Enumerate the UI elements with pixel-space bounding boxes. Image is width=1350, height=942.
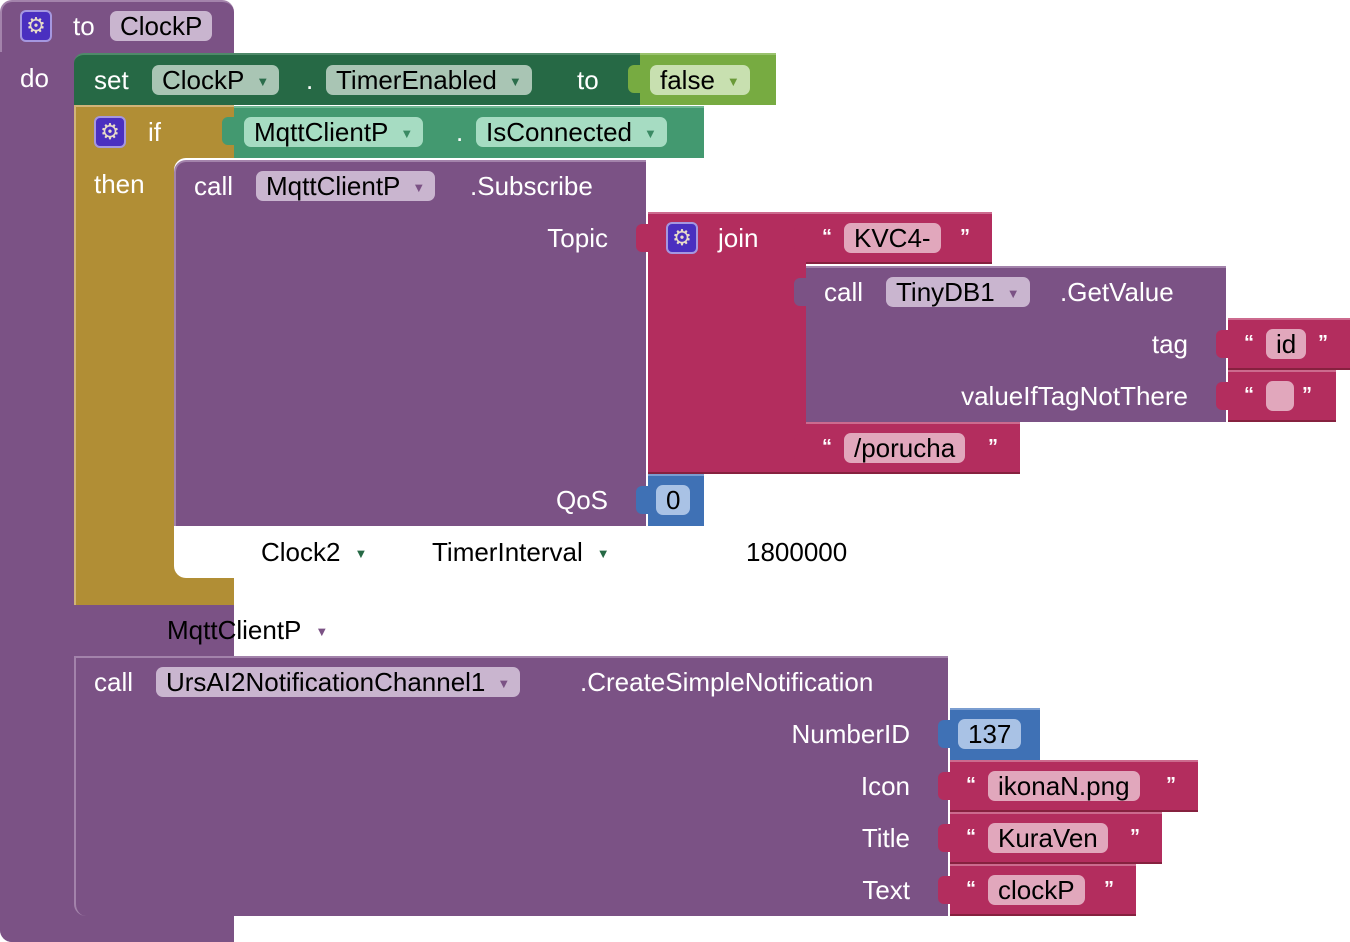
- notification-method-label: .CreateSimpleNotification: [580, 667, 874, 697]
- subscribe-call-label: call: [194, 171, 234, 201]
- join-connector: [636, 224, 648, 252]
- text-connector: [938, 824, 950, 852]
- default-param-label: valueIfTagNotThere: [961, 381, 1188, 411]
- text-connector: [1216, 330, 1228, 358]
- topic-param-label: Topic: [547, 223, 608, 253]
- logic-value-dropdown[interactable]: false▼: [650, 65, 750, 95]
- close-quote-icon: ”: [1318, 332, 1328, 354]
- getvalue-method-label: .GetValue: [1060, 277, 1174, 307]
- dropdown-arrow-icon: ▼: [400, 126, 414, 141]
- text-value-field[interactable]: id: [1266, 329, 1307, 359]
- set-to-label: to: [577, 65, 599, 95]
- notification-call-block[interactable]: [74, 656, 948, 916]
- number-connector: [636, 486, 648, 514]
- logic-connector: [628, 65, 640, 93]
- text-connector: [938, 876, 950, 904]
- open-quote-icon: “: [966, 826, 976, 848]
- close-quote-icon: ”: [960, 226, 970, 248]
- procedure-spine: [0, 52, 74, 916]
- set-dot-label: .: [306, 65, 314, 95]
- if-label: if: [148, 117, 161, 147]
- open-quote-icon: “: [966, 878, 976, 900]
- open-quote-icon: “: [966, 774, 976, 796]
- ghost-set-block[interactable]: Clock2 ▼: [261, 537, 367, 569]
- text-param-label: Text: [862, 875, 910, 905]
- open-quote-icon: “: [822, 226, 832, 248]
- open-quote-icon: “: [1244, 332, 1254, 354]
- notification-component-dropdown[interactable]: UrsAI2NotificationChannel1▼: [156, 667, 521, 697]
- set-label: set: [94, 65, 129, 95]
- getter-dot-label: .: [456, 117, 464, 147]
- getter-connector: [222, 117, 234, 145]
- ghost-component-label: MqttClientP: [167, 615, 302, 645]
- dropdown-arrow-icon: ▼: [508, 74, 522, 89]
- close-quote-icon: ”: [988, 436, 998, 458]
- text-connector: [794, 434, 806, 462]
- close-quote-icon: ”: [1166, 774, 1176, 796]
- dropdown-arrow-icon: ▼: [354, 546, 368, 561]
- icon-param-label: Icon: [860, 771, 910, 801]
- close-quote-icon: ”: [1302, 384, 1312, 406]
- procedure-name-field[interactable]: ClockP: [110, 11, 213, 41]
- getvalue-call-label: call: [824, 277, 864, 307]
- procedure-bottom-cap: [0, 916, 234, 942]
- dropdown-arrow-icon: ▼: [315, 624, 329, 639]
- subscribe-method-label: .Subscribe: [470, 171, 593, 201]
- procedure-to-label: to: [73, 11, 95, 41]
- open-quote-icon: “: [822, 436, 832, 458]
- dropdown-arrow-icon: ▼: [497, 676, 511, 691]
- getter-component-dropdown[interactable]: MqttClientP▼: [244, 117, 424, 147]
- notification-call-label: call: [94, 667, 134, 697]
- close-quote-icon: ”: [1130, 826, 1140, 848]
- dropdown-arrow-icon: ▼: [596, 546, 610, 561]
- ghost-component-label: Clock2: [261, 537, 341, 567]
- number-value-field[interactable]: 137: [958, 719, 1022, 749]
- join-block[interactable]: [648, 212, 806, 474]
- qos-param-label: QoS: [555, 485, 608, 515]
- ghost-property-block[interactable]: TimerInterval ▼: [432, 537, 610, 569]
- numberid-param-label: NumberID: [791, 719, 910, 749]
- text-connector: [794, 224, 806, 252]
- number-value-field[interactable]: 0: [656, 485, 691, 515]
- subscribe-component-dropdown[interactable]: MqttClientP▼: [256, 171, 436, 201]
- dropdown-arrow-icon: ▼: [412, 180, 426, 195]
- ghost-component-block[interactable]: MqttClientP ▼: [167, 615, 328, 647]
- text-value-field[interactable]: KuraVen: [988, 823, 1108, 853]
- text-value-field[interactable]: ikonaN.png: [988, 771, 1140, 801]
- text-connector: [938, 772, 950, 800]
- join-mutator-gear-icon[interactable]: ⚙: [666, 222, 698, 254]
- if-mutator-gear-icon[interactable]: ⚙: [94, 116, 126, 148]
- dropdown-arrow-icon: ▼: [643, 126, 657, 141]
- then-label: then: [94, 169, 145, 199]
- text-value-field[interactable]: [1266, 381, 1294, 411]
- open-quote-icon: “: [1244, 384, 1254, 406]
- dropdown-arrow-icon: ▼: [1006, 286, 1020, 301]
- set-component-dropdown[interactable]: ClockP▼: [152, 65, 280, 95]
- getter-property-dropdown[interactable]: IsConnected▼: [476, 117, 667, 147]
- dropdown-arrow-icon: ▼: [256, 74, 270, 89]
- text-value-field[interactable]: /porucha: [844, 433, 966, 463]
- join-label: join: [718, 223, 759, 253]
- getvalue-connector: [794, 278, 806, 306]
- title-param-label: Title: [861, 823, 910, 853]
- ghost-property-label: TimerInterval: [432, 537, 583, 567]
- subscribe-call-block[interactable]: [174, 160, 646, 526]
- text-value-field[interactable]: clockP: [988, 875, 1085, 905]
- mutator-gear-icon[interactable]: ⚙: [20, 10, 52, 42]
- getvalue-component-dropdown[interactable]: TinyDB1▼: [886, 277, 1030, 307]
- set-property-dropdown[interactable]: TimerEnabled▼: [326, 65, 532, 95]
- ghost-number-value[interactable]: 1800000: [746, 537, 848, 567]
- close-quote-icon: ”: [1104, 878, 1114, 900]
- tag-param-label: tag: [1151, 329, 1188, 359]
- procedure-do-label: do: [20, 63, 49, 93]
- number-connector: [938, 720, 950, 748]
- dropdown-arrow-icon: ▼: [726, 74, 740, 89]
- text-value-field[interactable]: KVC4-: [844, 223, 941, 253]
- text-connector: [1216, 382, 1228, 410]
